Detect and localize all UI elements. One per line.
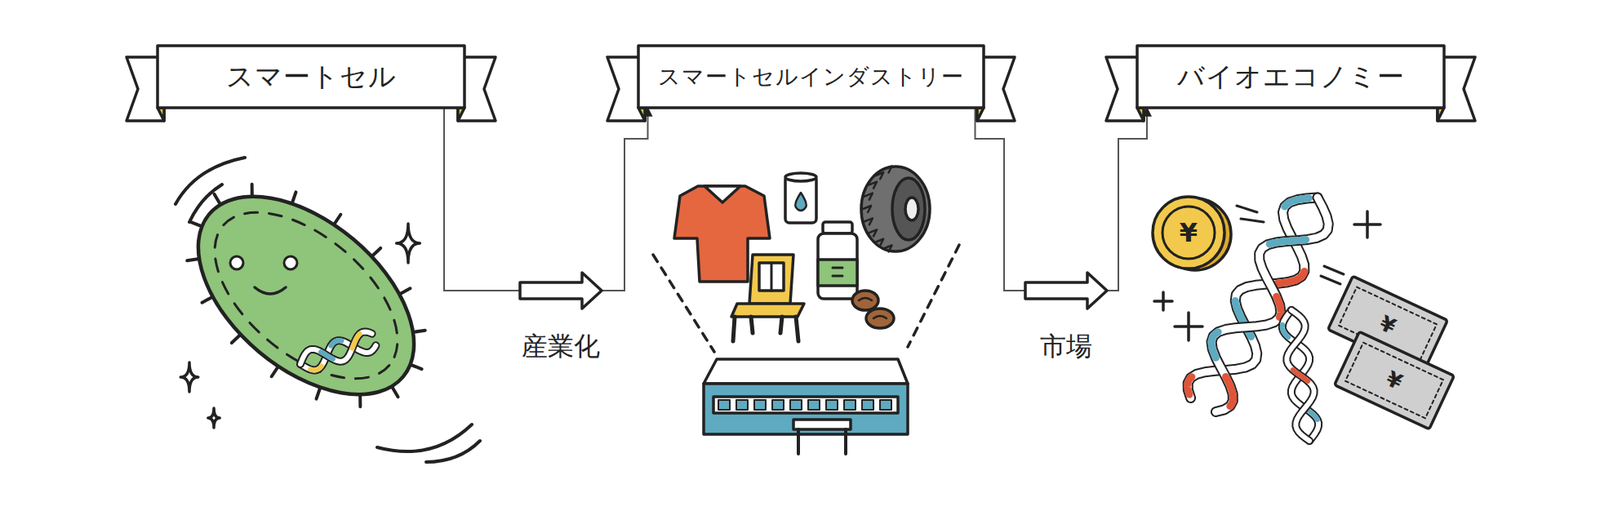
dna-segment <box>310 365 322 370</box>
edge-label: 産業化 <box>516 327 605 367</box>
ribbon-fold <box>1137 107 1144 121</box>
factory-window <box>754 400 766 410</box>
dna-segment <box>352 333 360 349</box>
dna-strand <box>300 340 376 370</box>
tire-tread <box>884 244 893 252</box>
dna-strand <box>1286 310 1314 441</box>
dna-strand <box>1282 310 1319 441</box>
banner-title: スマートセルインダストリー <box>657 62 965 92</box>
tire-tread <box>884 166 893 174</box>
factory-window <box>844 400 856 410</box>
dna-segment <box>1284 198 1310 207</box>
smart-cell-bacterium <box>147 143 480 463</box>
dna-segment <box>320 351 334 360</box>
ribbon-body <box>157 45 465 108</box>
ribbon-body <box>1137 45 1445 108</box>
dna-segment <box>1276 296 1281 317</box>
ribbon-fold <box>457 107 465 121</box>
dna-strand <box>300 340 376 370</box>
dna-strand <box>1187 197 1318 398</box>
ribbon-fold <box>638 107 645 121</box>
dna-segment <box>331 340 343 346</box>
sparkle-star <box>396 223 421 263</box>
dna-segment <box>1269 240 1307 245</box>
ribbon-banner: スマートセル <box>157 45 465 108</box>
factory-window <box>718 400 730 410</box>
ribbon-fold <box>157 107 165 121</box>
flow-arrow <box>975 107 1148 309</box>
factory-window <box>880 400 892 410</box>
connector-line <box>1106 107 1147 291</box>
connector-line <box>444 107 520 291</box>
bioeconomy-money <box>1152 196 1454 441</box>
dna-strand <box>1286 310 1314 441</box>
flow-arrow <box>444 107 649 309</box>
ribbon-fold <box>977 107 984 121</box>
connector-line <box>601 107 649 291</box>
sparkle-star <box>208 408 220 428</box>
tire-tread <box>875 172 884 179</box>
tire-tread <box>868 182 877 189</box>
dna-segment <box>1277 271 1305 284</box>
banner-title: バイオエコノミー <box>1177 58 1405 96</box>
connector-line <box>975 107 1027 291</box>
factory-window <box>790 400 802 410</box>
dna-strand <box>1187 197 1318 398</box>
dna-strand <box>300 331 373 365</box>
ribbon-fold <box>1437 107 1445 121</box>
dna-segment <box>1226 377 1234 407</box>
ribbon-body <box>638 45 984 108</box>
plus-sparkle <box>1154 292 1173 311</box>
hollow-arrow <box>1025 272 1107 309</box>
dna-strand <box>1282 310 1319 441</box>
dna-segment <box>1293 369 1309 382</box>
ribbon-banner: バイオエコノミー <box>1137 45 1445 108</box>
tire-tread <box>864 217 873 225</box>
tire-tread <box>864 193 873 200</box>
factory-window <box>862 400 874 410</box>
banner-title: スマートセル <box>226 58 397 96</box>
plus-sparkle <box>1174 312 1203 341</box>
dna-segment <box>1211 332 1218 359</box>
tire-tread <box>868 229 877 236</box>
factory-window <box>736 400 748 410</box>
dna-segment <box>1282 324 1289 338</box>
hollow-arrow <box>520 272 602 309</box>
dna-segment <box>1187 377 1192 396</box>
sparkle-star <box>180 362 199 392</box>
edge-label: 市場 <box>1035 327 1098 367</box>
dna-strand <box>300 331 373 365</box>
ribbon-banner: スマートセルインダストリー <box>638 45 984 108</box>
yen-mark: ¥ <box>1179 217 1198 249</box>
factory-window <box>826 400 838 410</box>
tire-tread <box>875 239 884 246</box>
factory-window <box>772 400 784 410</box>
industry-products <box>653 166 960 454</box>
factory-window <box>808 400 820 410</box>
plus-sparkle <box>1354 211 1381 238</box>
tire-tread <box>862 205 872 213</box>
